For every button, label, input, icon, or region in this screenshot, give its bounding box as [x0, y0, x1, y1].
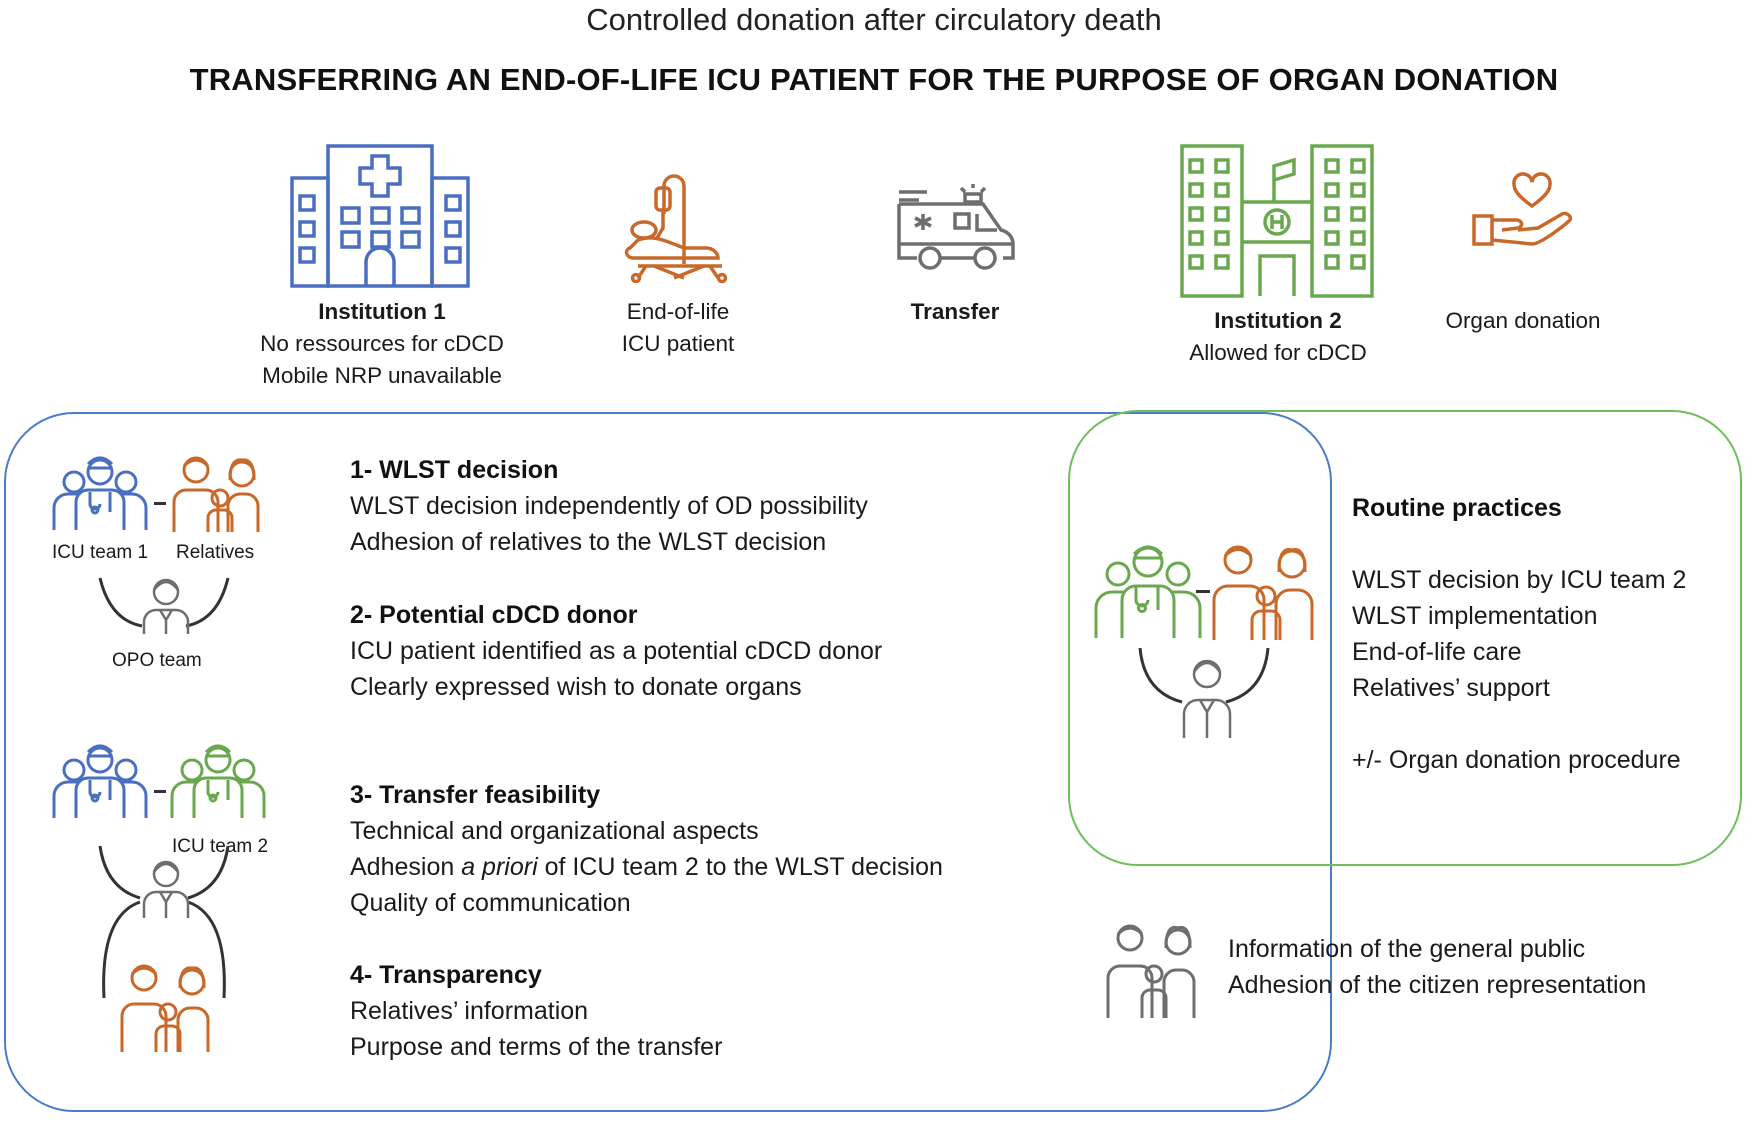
step1-line2: Adhesion of relatives to the WLST decisi… [350, 528, 827, 556]
opo-doctor-icon [142, 860, 190, 918]
step2-line2: Clearly expressed wish to donate organs [350, 673, 802, 701]
connector-arcs [1138, 647, 1270, 704]
routine-extra: +/- Organ donation procedure [1352, 746, 1681, 774]
routine-block: Routine practices WLST decision by ICU t… [1352, 490, 1686, 778]
transfer-title: Transfer [910, 299, 1000, 324]
institution1-line2: Mobile NRP unavailable [262, 363, 502, 388]
icu-team2-icon [1094, 545, 1202, 638]
relatives-icon [120, 964, 210, 1052]
link-dash [1196, 590, 1210, 593]
step3-line3: Quality of communication [350, 889, 631, 917]
right-panel [1068, 410, 1742, 866]
patient-line2: ICU patient [621, 331, 735, 356]
label-icu-team1: ICU team 1 [52, 542, 149, 563]
connector-arcs [98, 845, 230, 999]
step2-line1: ICU patient identified as a potential cD… [350, 637, 883, 665]
connector-arcs [98, 577, 230, 628]
step4-title: 4- Transparency [350, 961, 542, 989]
step3-line2-pre: Adhesion [350, 853, 462, 881]
hospital-icon [290, 144, 470, 288]
patient-line1: End-of-life [626, 299, 730, 324]
diagram-subtitle: Controlled donation after circulatory de… [586, 2, 1162, 37]
icu-team2-icon [170, 744, 266, 818]
ambulance-icon [897, 184, 1015, 270]
step3-title: 3- Transfer feasibility [350, 781, 601, 809]
public-line2: Adhesion of the citizen representation [1228, 971, 1647, 999]
hospital-icon [1180, 144, 1374, 298]
icu-team1-icon [52, 456, 148, 530]
link-dash [154, 502, 166, 505]
citizens-icon [1106, 924, 1196, 1018]
public-block: Information of the general public Adhesi… [1228, 931, 1646, 1003]
step4-line1: Relatives’ information [350, 997, 589, 1025]
step4-line2: Purpose and terms of the transfer [350, 1033, 723, 1061]
step3-line1: Technical and organizational aspects [350, 817, 759, 845]
label-icu-team2: ICU team 2 [172, 836, 269, 857]
step1-block: 1- WLST decision WLST decision independe… [350, 452, 868, 560]
institution2-line1: Allowed for cDCD [1189, 340, 1367, 365]
step3-line2-em: a priori [461, 853, 538, 881]
institution1-title: Institution 1 [318, 299, 446, 324]
patient-bed-icon [624, 174, 728, 284]
public-line1: Information of the general public [1228, 935, 1586, 963]
donation-label: Organ donation [1445, 308, 1601, 333]
step2-block: 2- Potential cDCD donor ICU patient iden… [350, 597, 882, 705]
step3-line2: Adhesion a priori of ICU team 2 to the W… [350, 849, 943, 885]
step3-block: 3- Transfer feasibility Technical and or… [350, 777, 943, 921]
routine-item: Relatives’ support [1352, 674, 1550, 702]
step2-title: 2- Potential cDCD donor [350, 601, 638, 629]
diagram-title: TRANSFERRING AN END-OF-LIFE ICU PATIENT … [189, 62, 1559, 97]
routine-item: WLST decision by ICU team 2 [1352, 566, 1687, 594]
routine-item: WLST implementation [1352, 602, 1598, 630]
relatives-icon [1212, 545, 1314, 640]
icu-team1-icon [52, 744, 148, 818]
step1-line1: WLST decision independently of OD possib… [350, 492, 868, 520]
donation-caption: Organ donation [1420, 305, 1626, 337]
step4-block: 4- Transparency Relatives’ information P… [350, 957, 722, 1065]
label-relatives: Relatives [176, 542, 255, 563]
opo-doctor-icon [142, 578, 190, 634]
institution1-line1: No ressources for cDCD [260, 331, 504, 356]
step1-title: 1- WLST decision [350, 456, 559, 484]
link-dash [154, 790, 166, 793]
left-panel [4, 412, 1332, 1112]
institution1-caption: Institution 1 No ressources for cDCD Mob… [232, 296, 532, 392]
institution2-title: Institution 2 [1214, 308, 1342, 333]
transfer-caption: Transfer [850, 296, 1060, 328]
opo-doctor-icon [1182, 659, 1232, 738]
routine-title: Routine practices [1352, 494, 1562, 522]
heart-hand-icon [1472, 172, 1573, 246]
step3-line2-post: of ICU team 2 to the WLST decision [537, 853, 943, 881]
relatives-icon [172, 456, 260, 532]
patient-caption: End-of-life ICU patient [578, 296, 778, 360]
institution2-caption: Institution 2 Allowed for cDCD [1150, 305, 1406, 369]
label-opo-team: OPO team [112, 650, 202, 671]
routine-item: End-of-life care [1352, 638, 1522, 666]
